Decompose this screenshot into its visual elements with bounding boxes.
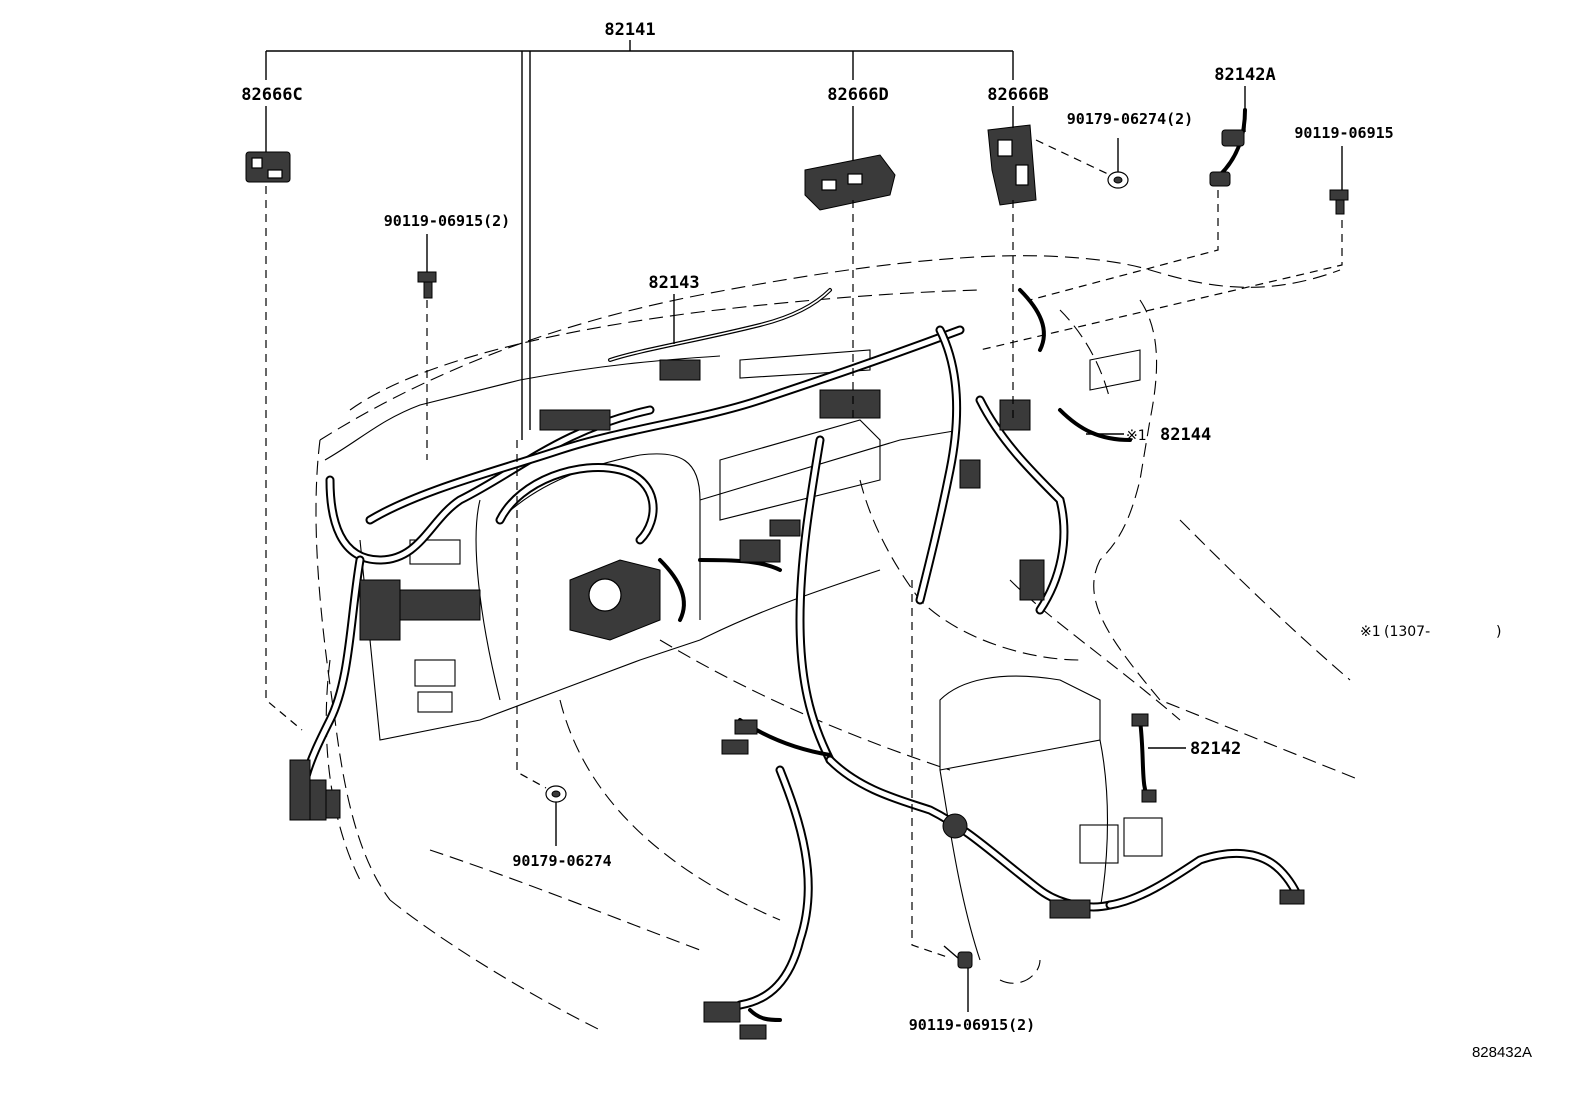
label-82666d: 82666D (827, 85, 888, 105)
clip-center-part (545, 785, 567, 803)
note-close: ) (1496, 624, 1501, 640)
wire-82142a-part (1209, 129, 1245, 187)
thin-wires (608, 108, 1247, 1022)
dashboard-outline (315, 255, 1361, 1031)
harness-82141-bracket (265, 40, 1014, 440)
left-connectors (289, 579, 481, 821)
part-labels: 82141 82666C 82666D 82666B 82142A 90179-… (241, 20, 1532, 1061)
leader-lines (265, 86, 1343, 1012)
note-marker: ※1 (1360, 624, 1381, 640)
connector-blocks (245, 124, 1349, 1040)
label-82144: 82144 (1160, 425, 1211, 445)
fasteners (417, 171, 1349, 969)
dashed-installation-lines (265, 139, 1343, 959)
label-bolt-far-right: 90119-06915 (1294, 124, 1393, 142)
center-connectors (539, 359, 1045, 601)
note-text: (1307- (1384, 624, 1430, 640)
label-bolt-bottom: 90119-06915(2) (909, 1016, 1035, 1034)
label-82141: 82141 (604, 20, 655, 40)
junction-82666c-part (245, 151, 291, 183)
label-clip-right-top: 90179-06274(2) (1067, 110, 1193, 128)
label-clip-center: 90179-06274 (512, 852, 611, 870)
label-82142: 82142 (1190, 739, 1241, 759)
main-harness-wires (300, 325, 1305, 1010)
bolt-far-right-part (1329, 189, 1349, 215)
label-82144-marker: ※1 (1126, 428, 1147, 444)
junction-82666b-part (987, 124, 1037, 206)
lower-connectors (703, 713, 1305, 1040)
clip-right-top-part (1107, 171, 1129, 189)
diagram-id: 828432A (1472, 1044, 1532, 1061)
label-82666b: 82666B (987, 85, 1048, 105)
label-82666c: 82666C (241, 85, 302, 105)
bolt-bottom-part (943, 945, 973, 969)
label-82142a: 82142A (1214, 65, 1275, 85)
bolt-left-upper-part (417, 271, 437, 299)
label-82143: 82143 (648, 273, 699, 293)
junction-82666d-part (804, 154, 896, 211)
dash-panel (324, 349, 1163, 961)
label-bolt-left-upper: 90119-06915(2) (384, 212, 510, 230)
steering-column-part (569, 559, 661, 641)
